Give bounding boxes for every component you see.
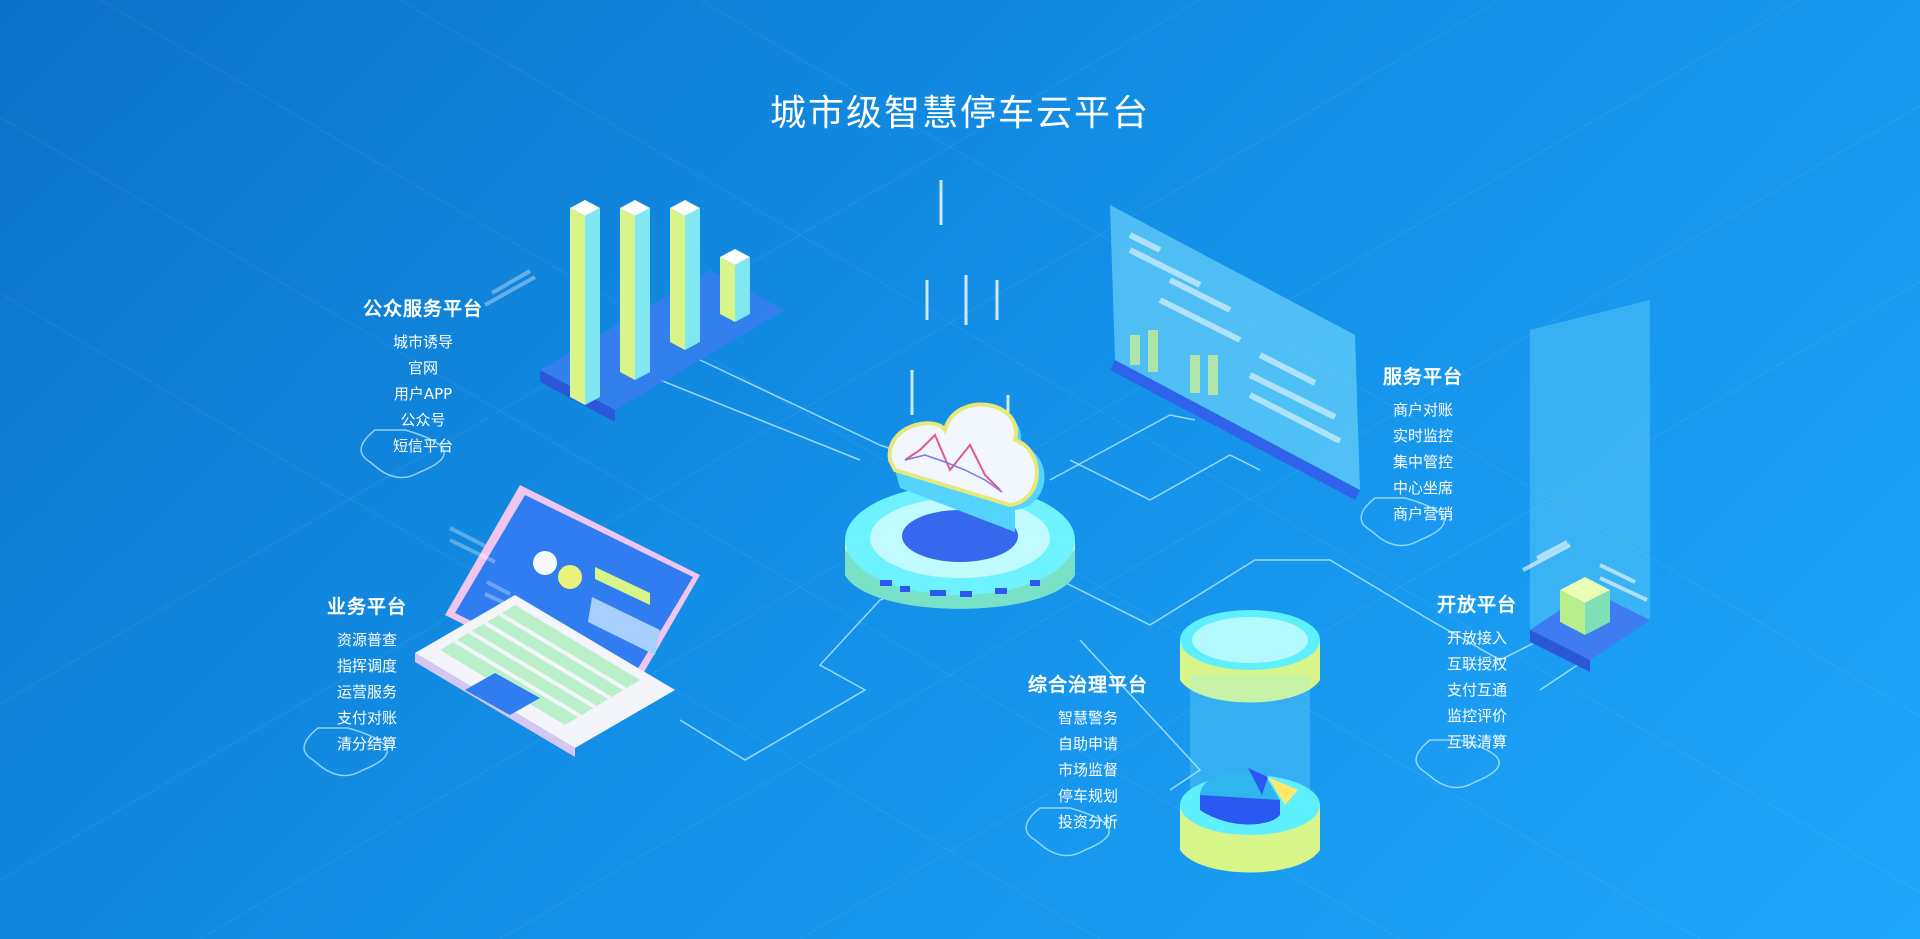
cloud-platform-icon	[845, 180, 1075, 609]
list-item: 清分结算	[336, 735, 397, 753]
platform-public: 公众服务平台 城市诱导 官网 用户APP 公众号 短信平台	[328, 294, 518, 459]
list-item: 用户APP	[393, 385, 453, 403]
cube-light-pillar-icon	[1522, 300, 1650, 672]
list-item: 支付互通	[1446, 681, 1507, 699]
list-item: 市场监督	[1057, 761, 1118, 779]
list-item: 商户对账	[1392, 401, 1453, 419]
platform-service-title: 服务平台	[1382, 366, 1463, 388]
list-item: 集中管控	[1392, 453, 1453, 471]
platform-open: 开放平台 开放接入 互联授权 支付互通 监控评价 互联清算	[1382, 590, 1572, 755]
list-item: 中心坐席	[1392, 479, 1453, 497]
list-item: 实时监控	[1392, 427, 1453, 445]
isometric-laptop-icon	[415, 485, 700, 757]
list-item: 开放接入	[1446, 629, 1507, 647]
list-item: 资源普查	[336, 631, 397, 649]
list-item: 商户营销	[1392, 505, 1453, 523]
list-item: 互联授权	[1446, 655, 1507, 673]
list-item: 监控评价	[1446, 707, 1507, 725]
list-item: 支付对账	[336, 709, 397, 727]
platform-governance-title: 综合治理平台	[1027, 674, 1148, 696]
platform-open-title: 开放平台	[1436, 594, 1517, 616]
list-item: 指挥调度	[336, 657, 397, 675]
page-title: 城市级智慧停车云平台	[769, 93, 1150, 134]
list-item: 运营服务	[336, 683, 397, 701]
pie-chart-cylinder-icon	[1180, 610, 1320, 873]
list-item: 智慧警务	[1057, 709, 1118, 727]
platform-business-title: 业务平台	[326, 596, 407, 618]
list-item: 城市诱导	[392, 333, 453, 351]
platform-service: 服务平台 商户对账 实时监控 集中管控 中心坐席 商户营销	[1328, 362, 1518, 527]
list-item: 自助申请	[1057, 735, 1118, 753]
glass-dashboard-panel-icon	[1110, 205, 1360, 500]
decor-dashes-icon	[449, 526, 512, 608]
list-item: 互联清算	[1446, 733, 1507, 751]
list-item: 停车规划	[1057, 787, 1118, 805]
list-item: 投资分析	[1057, 813, 1118, 831]
decor-dashes-icon	[484, 269, 536, 307]
list-item: 短信平台	[392, 437, 453, 455]
isometric-bar-chart-icon	[540, 200, 785, 422]
list-item: 公众号	[400, 411, 446, 429]
list-item: 官网	[407, 359, 438, 377]
platform-public-title: 公众服务平台	[362, 298, 483, 320]
platform-governance: 综合治理平台 智慧警务 自助申请 市场监督 停车规划 投资分析	[993, 670, 1183, 835]
platform-business: 业务平台 资源普查 指挥调度 运营服务 支付对账 清分结算	[272, 592, 462, 757]
